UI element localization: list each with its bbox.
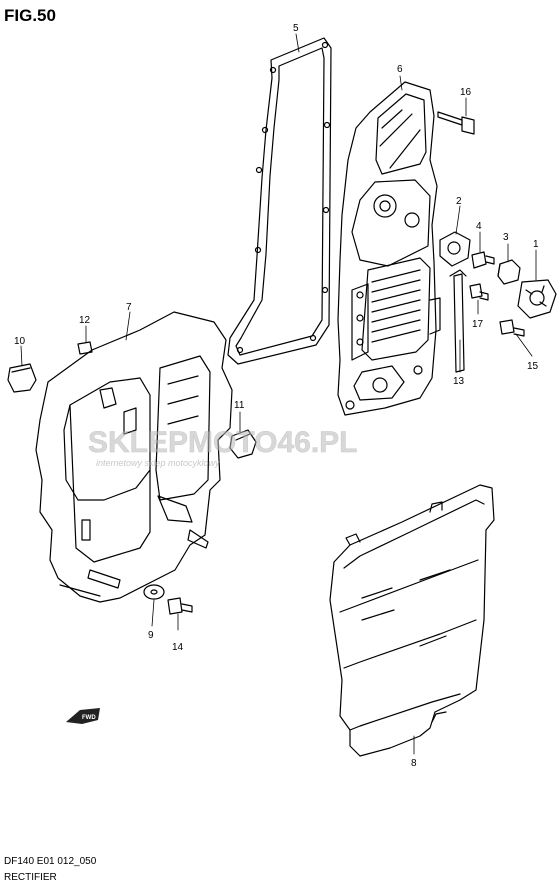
callout-7: 7 — [126, 302, 132, 313]
fwd-label: FWD — [82, 715, 96, 721]
bolt-14-part[interactable] — [167, 597, 193, 615]
callout-6: 6 — [397, 64, 403, 75]
callout-labels: 1 2 3 4 5 6 7 8 9 10 11 12 13 14 15 16 1… — [14, 23, 539, 769]
callout-12: 12 — [79, 315, 91, 326]
strap-13-part[interactable] — [449, 269, 467, 373]
callout-3: 3 — [503, 232, 509, 243]
callout-13: 13 — [453, 376, 465, 387]
callout-10: 10 — [14, 336, 26, 347]
gasket-part[interactable] — [227, 37, 332, 365]
bolt-15-part[interactable] — [499, 319, 525, 337]
figure-title: FIG.50 — [4, 6, 56, 25]
block-12-part[interactable] — [77, 341, 93, 355]
bolt-17-part[interactable] — [469, 283, 489, 301]
bracket-7-part[interactable] — [35, 311, 233, 603]
callout-9: 9 — [148, 630, 154, 641]
callout-11: 11 — [234, 400, 245, 411]
holder-1-part[interactable] — [517, 279, 557, 319]
cap-3-part[interactable] — [497, 259, 521, 285]
watermark-tagline: internetowy sklep motocyklowy — [96, 458, 220, 468]
screw-4-part[interactable] — [471, 251, 495, 269]
diagram-code: DF140 E01 012_050 — [4, 856, 97, 867]
watermark: SKLEPMOTO46.PL internetowy sklep motocyk… — [88, 426, 358, 468]
callout-14: 14 — [172, 642, 184, 653]
cover-8-part[interactable] — [329, 484, 495, 757]
callout-2: 2 — [456, 196, 462, 207]
bolt-16-part[interactable] — [437, 111, 475, 135]
washer-9-part[interactable] — [143, 584, 165, 600]
diagram-name: RECTIFIER — [4, 872, 57, 883]
callout-1: 1 — [533, 239, 539, 250]
callout-17: 17 — [472, 319, 484, 330]
callout-4: 4 — [476, 221, 482, 232]
rectifier-body-part[interactable] — [337, 81, 441, 416]
callout-8: 8 — [411, 758, 417, 769]
grommet-10-part[interactable] — [7, 363, 37, 393]
watermark-brand: SKLEPMOTO46.PL — [88, 426, 358, 459]
forward-direction-badge: FWD — [66, 708, 100, 724]
leader-lines — [20, 33, 537, 755]
grommet-2-part[interactable] — [439, 231, 471, 267]
callout-5: 5 — [293, 23, 299, 34]
callout-16: 16 — [460, 87, 472, 98]
grommet-11-part[interactable] — [229, 429, 257, 459]
callout-15: 15 — [527, 361, 539, 372]
